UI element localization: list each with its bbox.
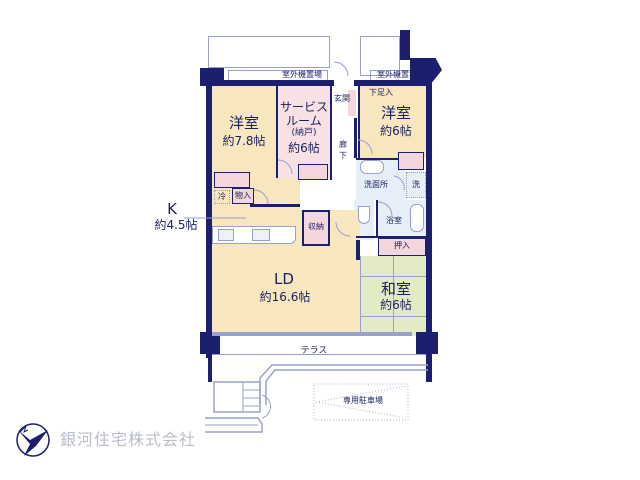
wall-right (426, 74, 432, 382)
service-room-name-1: サービス (279, 100, 328, 114)
wall-top-seg2 (354, 80, 428, 86)
upper-balcony-right (360, 36, 400, 76)
wall-top-right-pillar (400, 30, 410, 60)
storage-label: 収納 (308, 222, 324, 231)
hallway (332, 118, 354, 210)
sink (252, 229, 270, 241)
stove (218, 229, 234, 241)
western-room-2-name: 洋室 (380, 104, 411, 122)
wall-bath-bottom (356, 236, 426, 238)
western-room-1 (210, 86, 276, 178)
kitchen-name: K (167, 200, 177, 218)
wall-left-lower (208, 358, 212, 382)
oshiire-closet (378, 238, 426, 256)
outdoor-unit-right-label: 室外機置場 (377, 70, 417, 79)
service-room-name-3: (納戸) (291, 128, 317, 138)
washer-space (406, 172, 426, 198)
washer-label: 洗 (412, 180, 420, 189)
wash-basin (360, 160, 384, 174)
terrace-outline (212, 354, 426, 364)
hallway-label-2: 下 (339, 151, 347, 160)
wall-left (206, 74, 212, 358)
service-room-name-2: ルーム (286, 114, 322, 128)
bathtub (410, 204, 424, 232)
upper-balcony-left (208, 36, 330, 68)
western-room-2-size: 約6帖 (380, 124, 412, 138)
oshiire-label: 押入 (394, 241, 410, 250)
pantry-label: 物入 (235, 191, 251, 200)
parking-label: 専用駐車場 (343, 396, 383, 405)
terrace-label: テラス (300, 346, 328, 356)
western2-closet (398, 152, 424, 170)
pantry (232, 188, 254, 204)
toilet (358, 206, 370, 224)
bathroom-label: 浴室 (386, 216, 402, 225)
western-room-1-size: 約7.8帖 (222, 134, 266, 148)
western-room-1-name: 洋室 (228, 114, 259, 132)
service-closet (298, 164, 328, 180)
fridge-space (214, 190, 230, 204)
company-name: 銀河住宅株式会社 (60, 430, 197, 449)
wall-bottom-right-pillar (416, 332, 438, 354)
western1-closet (214, 172, 250, 188)
shoe-closet-label: 下足入 (369, 88, 393, 97)
wall-bottom-left-pillar (200, 332, 220, 354)
wall-kitchen-ld-divider (250, 204, 300, 207)
kitchen-size: 約4.5帖 (154, 218, 198, 232)
fridge-label: 冷 (218, 192, 226, 201)
washroom-label: 洗面所 (364, 180, 388, 189)
wall-hall-right (354, 118, 357, 158)
wall-top-seg1 (224, 80, 334, 86)
outdoor-unit-left-label: 室外機置場 (282, 70, 322, 79)
tatami-line-v1 (393, 256, 394, 336)
shoe-closet (348, 90, 356, 116)
ld-size: 約16.6帖 (259, 290, 311, 304)
ld-name: LD (274, 270, 294, 288)
washitsu-name: 和室 (380, 280, 411, 298)
service-room-size: 約6帖 (288, 141, 320, 155)
wall-bottom-ld (212, 332, 412, 336)
storage-closet (302, 210, 330, 246)
hallway-label-1: 廊 (339, 140, 347, 149)
wall-top-left (200, 68, 224, 86)
wall-ld-washitsu (356, 240, 360, 260)
washitsu-size: 約6帖 (380, 298, 412, 312)
entrance-label: 玄関 (334, 94, 350, 103)
